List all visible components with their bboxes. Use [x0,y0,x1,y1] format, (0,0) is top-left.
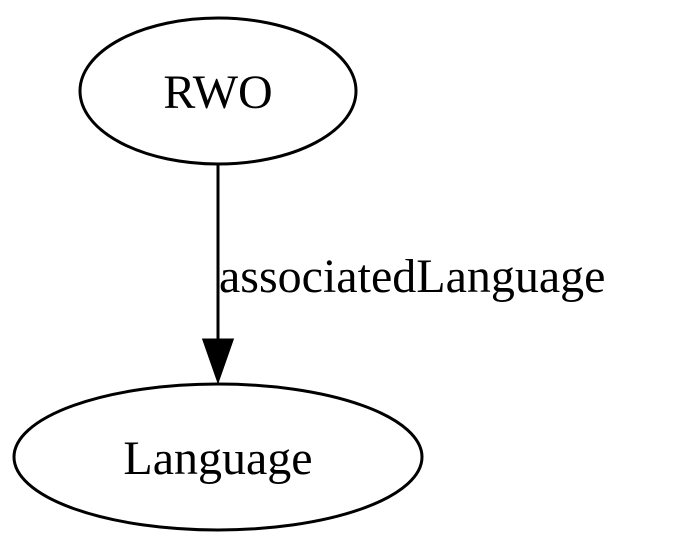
node-language-ellipse [12,382,424,532]
node-language-label: Language [123,432,312,485]
node-language: Language [12,382,424,532]
node-rwo: RWO [78,16,358,166]
edge-label: associatedLanguage [219,250,605,303]
edge-arrowhead [201,338,235,385]
node-rwo-label: RWO [163,66,272,119]
node-rwo-ellipse [78,16,358,166]
edge-rwo-to-language: associatedLanguage [201,165,605,385]
